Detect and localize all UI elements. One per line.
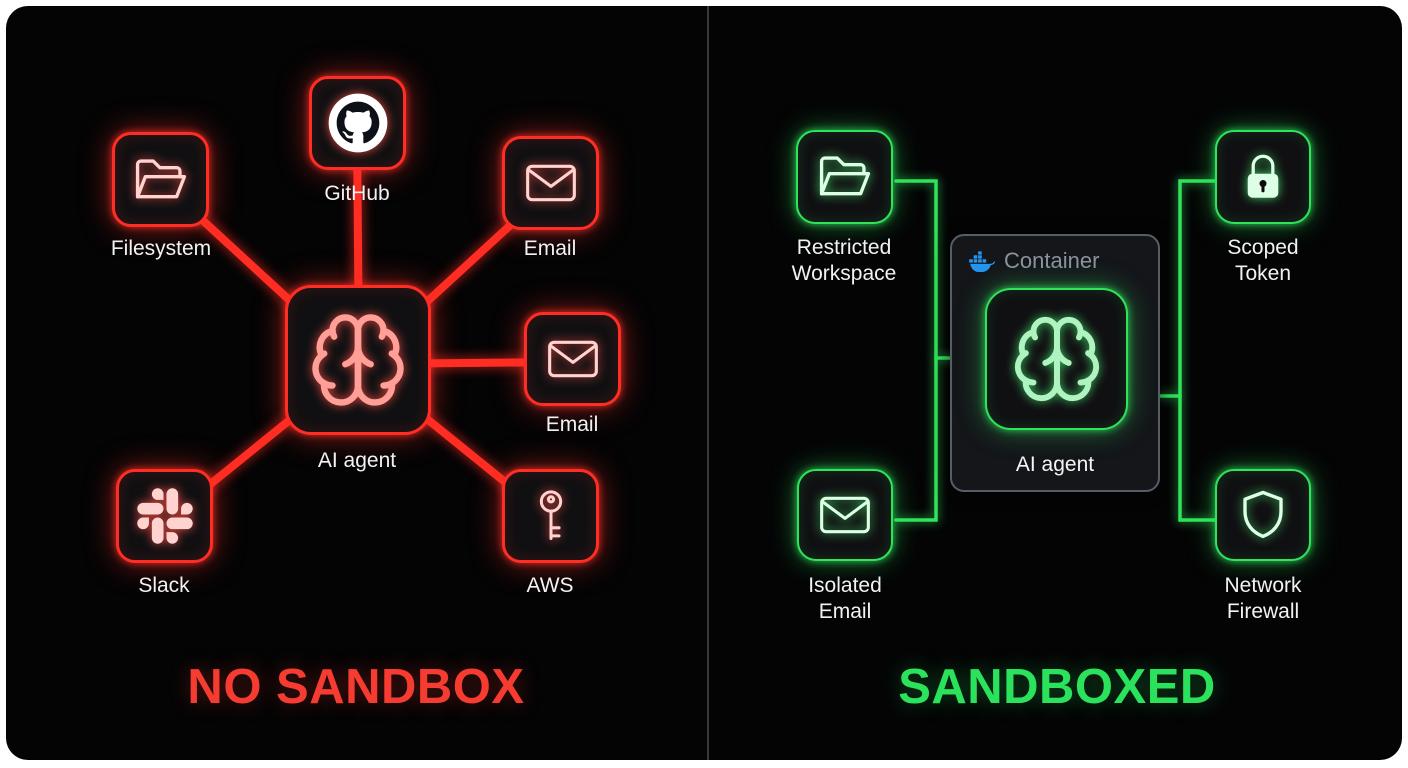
node-github <box>309 76 406 170</box>
node-aws <box>502 469 599 563</box>
no-sandbox-title: NO SANDBOX <box>187 660 525 714</box>
node-email-right <box>524 312 621 406</box>
folder-icon <box>132 155 190 205</box>
container-label: Container <box>1004 248 1100 273</box>
node-ai-agent-left <box>285 285 431 435</box>
email-icon <box>818 495 872 535</box>
email-icon <box>546 339 600 379</box>
node-slack <box>116 469 213 563</box>
node-scoped-token <box>1215 130 1311 224</box>
node-filesystem-label: Filesystem <box>110 237 212 260</box>
brain-icon <box>1010 312 1104 406</box>
node-restricted-workspace <box>796 130 893 224</box>
diagram-canvas: Filesystem GitHub Email Email AI agent S… <box>6 6 1402 760</box>
ai-agent-right-label: AI agent <box>1015 453 1095 476</box>
node-scoped-token-label: Scoped Token <box>1227 236 1299 285</box>
brain-icon <box>307 309 409 411</box>
node-isolated-email-label: Isolated Email <box>808 574 882 623</box>
container-header: Container <box>968 248 1099 274</box>
folder-icon <box>816 152 874 202</box>
key-icon <box>528 487 574 545</box>
email-icon <box>524 163 578 203</box>
docker-icon <box>968 251 995 272</box>
slack-icon <box>137 488 193 544</box>
shield-icon <box>1238 488 1288 542</box>
node-ai-agent-right <box>985 288 1128 430</box>
node-email-top <box>502 136 599 230</box>
github-icon <box>326 91 390 155</box>
node-network-firewall-label: Network Firewall <box>1224 574 1302 623</box>
node-restricted-workspace-label: Restricted Workspace <box>791 236 897 285</box>
node-slack-label: Slack <box>138 574 190 597</box>
ai-agent-left-label: AI agent <box>317 449 397 472</box>
connector-lines <box>158 123 1217 524</box>
node-aws-label: AWS <box>526 574 574 597</box>
node-network-firewall <box>1215 469 1311 561</box>
panel-divider <box>707 6 709 760</box>
node-filesystem <box>112 132 209 227</box>
node-email-top-label: Email <box>523 237 577 260</box>
node-isolated-email <box>797 469 893 561</box>
sandboxed-title: SANDBOXED <box>898 660 1216 714</box>
container-box: Container AI agent <box>950 234 1160 492</box>
node-email-right-label: Email <box>545 413 599 436</box>
node-github-label: GitHub <box>324 182 390 205</box>
lock-icon <box>1239 150 1287 204</box>
